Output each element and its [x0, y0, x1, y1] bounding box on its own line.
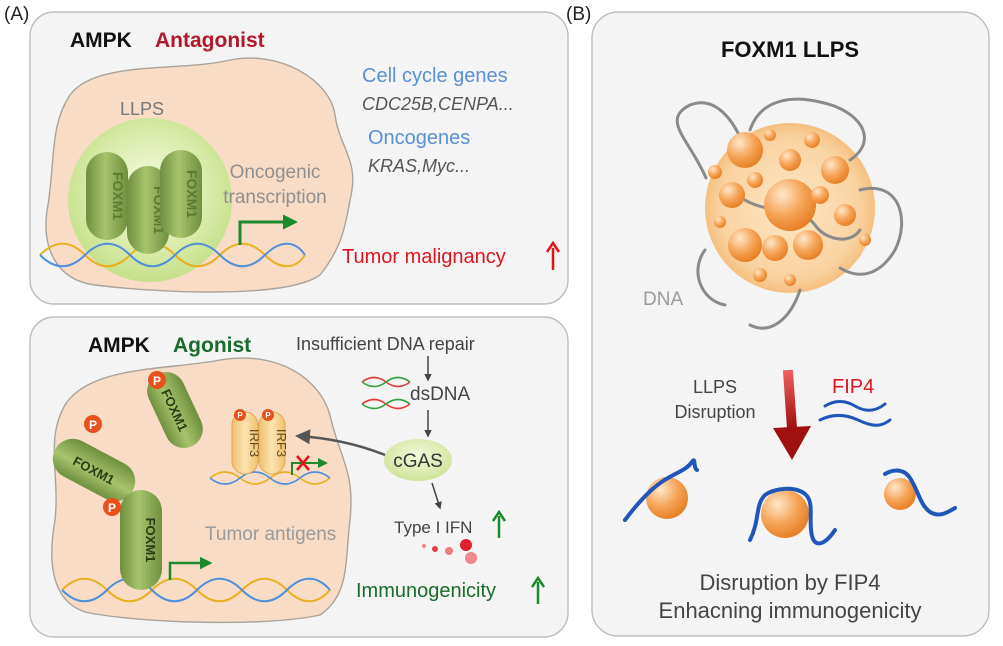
oncogene-examples: KRAS,Myc...: [368, 156, 470, 176]
agonist-title-suffix: Agonist: [173, 334, 251, 357]
dna-repair-label: Insufficient DNA repair: [296, 334, 475, 354]
foxm1-pill: FOXM1: [120, 490, 162, 590]
agonist-panel: AMPK Agonist FOXM1 P FOXM1 P FOXM1: [29, 316, 569, 638]
antagonist-title-prefix: AMPK: [70, 29, 132, 52]
phospho-badge: P: [103, 498, 121, 516]
immunogenicity-label: Immunogenicity: [356, 580, 496, 602]
phospho-badge: P: [234, 409, 246, 421]
footer-line1: Disruption by FIP4: [700, 570, 881, 595]
dispersed-droplet: [623, 458, 699, 522]
llps-disruption-line2: Disruption: [674, 402, 755, 422]
footer-line2: Enhacning immunogenicity: [659, 598, 922, 623]
svg-text:P: P: [89, 418, 97, 432]
foxm1-pill: FOXM1: [147, 371, 203, 449]
panel-a-label: (A): [4, 4, 29, 25]
disruption-arrow: [773, 369, 811, 460]
dna-strands: [675, 97, 904, 330]
foxm1-pill: FOXM1: [52, 438, 136, 502]
svg-text:IRF3: IRF3: [247, 429, 262, 457]
up-arrow-icon: [530, 575, 546, 604]
right-title: FOXM1 LLPS: [721, 37, 859, 62]
phospho-badge: P: [262, 409, 274, 421]
cgas-to-irf3-arrow: [295, 429, 386, 457]
oncogenic-line1: Oncogenic: [230, 162, 321, 183]
foxm1-llps-panel: FOXM1 LLPS: [591, 11, 990, 637]
droplet-spheres: [708, 129, 871, 286]
oncogenic-line2: transcription: [223, 187, 327, 208]
irf3-pill: IRF3: [258, 411, 289, 475]
pathway-arrow: [431, 482, 442, 510]
irf3-pill: IRF3: [231, 411, 262, 475]
fip4-peptide: [818, 414, 892, 427]
dna-helix: [39, 242, 306, 268]
phospho-badge: P: [148, 371, 166, 389]
svg-text:P: P: [237, 411, 243, 420]
foxm1-pill: FOXM1: [160, 150, 202, 238]
dsdna-label: dsDNA: [410, 384, 471, 405]
oncogenes-label: Oncogenes: [368, 127, 470, 149]
dsdna-icon: [361, 376, 411, 410]
up-arrow-icon: [491, 509, 507, 538]
svg-text:P: P: [265, 411, 271, 420]
svg-text:P: P: [108, 501, 116, 515]
antagonist-title-suffix: Antagonist: [155, 29, 265, 52]
panel-b-label: (B): [566, 4, 591, 25]
antagonist-panel: AMPK Antagonist LLPS FOXM1 FOXM1 FOXM1 O…: [29, 11, 569, 305]
dna-helix-small: [209, 471, 331, 485]
cell-cycle-examples: CDC25B,CENPA...: [362, 94, 514, 114]
transcription-arrow: [168, 556, 213, 580]
foxm1-pill: FOXM1: [86, 152, 128, 240]
tumor-malignancy: Tumor malignancy: [342, 246, 506, 268]
blocked-transcription-arrow: [291, 458, 328, 475]
tumor-antigens: Tumor antigens: [205, 524, 336, 545]
svg-text:IRF3: IRF3: [274, 429, 289, 457]
block-x-icon: [296, 455, 310, 471]
dna-label: DNA: [643, 289, 683, 310]
agonist-title-prefix: AMPK: [88, 334, 150, 357]
svg-text:FOXM1: FOXM1: [110, 172, 126, 220]
cgas-label: cGAS: [393, 451, 443, 472]
llps-disruption-line1: LLPS: [693, 377, 737, 397]
cell-cycle-genes: Cell cycle genes: [362, 65, 508, 87]
cytokine-dots: [422, 539, 477, 564]
llps-label: LLPS: [120, 99, 164, 119]
dna-helix: [61, 577, 331, 603]
dispersed-droplet: [748, 486, 837, 546]
dispersed-droplet: [883, 468, 957, 517]
type1-ifn-label: Type I IFN: [394, 518, 472, 537]
svg-text:FOXM1: FOXM1: [184, 170, 200, 218]
svg-text:FOXM1: FOXM1: [143, 518, 158, 563]
phospho-badge: P: [84, 415, 102, 433]
fip4-peptide: [823, 400, 887, 412]
up-arrow-icon: [545, 240, 561, 270]
cgas-node: [384, 439, 452, 481]
svg-text:P: P: [153, 374, 161, 388]
transcription-arrow: [238, 214, 298, 245]
fip4-label: FIP4: [832, 376, 874, 398]
